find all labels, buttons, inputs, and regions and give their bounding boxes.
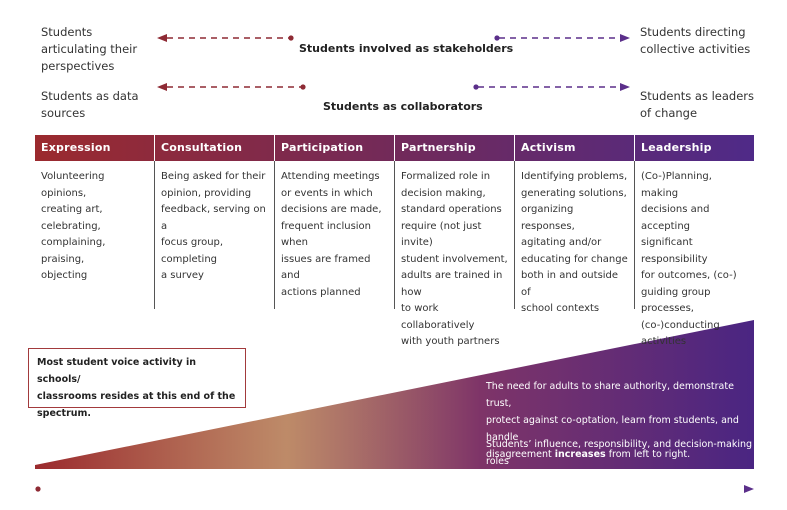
- description-line: (Co-)Planning, making: [641, 171, 712, 199]
- description-line: Being asked for their: [161, 171, 266, 182]
- description-line: Formalized role in: [401, 171, 491, 182]
- info-text: disagreement: [486, 449, 555, 460]
- influence-wedge: [35, 320, 754, 469]
- description-line: guiding group processes,: [641, 286, 711, 315]
- student-influence-text: Students’ influence, responsibility, and…: [486, 436, 758, 487]
- header-leadership: Leadership: [641, 141, 712, 154]
- description-line: (co-)conducting: [641, 319, 720, 331]
- header-expression: Expression: [35, 135, 155, 161]
- description-line: complaining, praising,: [41, 237, 106, 265]
- description-line: both in and outside of: [521, 270, 619, 298]
- description-line: Identifying problems,: [521, 171, 628, 182]
- description-line: opinion, providing: [161, 187, 252, 199]
- description-line: adults are trained in how: [401, 270, 503, 298]
- label-articulating-perspectives: Students articulating their perspectives: [41, 24, 137, 75]
- description-activism: Identifying problems, generating solutio…: [514, 161, 634, 314]
- label-line: collective activities: [640, 42, 751, 56]
- description-line: activities: [641, 336, 687, 347]
- description-line: or events in which: [281, 187, 373, 199]
- info-text: from left to right.: [531, 473, 616, 484]
- description-line: to work collaboratively: [401, 303, 475, 331]
- description-line: Volunteering opinions,: [41, 171, 105, 199]
- description-consultation: Being asked for their opinion, providing…: [154, 161, 274, 309]
- info-text: from left to right.: [605, 449, 691, 460]
- description-line: with youth partners: [401, 336, 500, 347]
- info-emphasis: increases: [554, 449, 606, 460]
- info-line: increase from left to right.: [486, 470, 758, 487]
- description-participation: Attending meetings or events in which de…: [274, 161, 394, 309]
- description-line: decisions and accepting: [641, 204, 710, 232]
- adult-authority-text: The need for adults to share authority, …: [486, 378, 758, 463]
- label-directing-activities: Students directing collective activities: [640, 24, 750, 58]
- label-line: Students directing: [640, 25, 746, 39]
- description-line: issues are framed and: [281, 253, 371, 282]
- description-line: generating solutions,: [521, 187, 627, 199]
- collaborators-label: Students as collaborators: [323, 100, 483, 113]
- label-line: Students as data: [41, 89, 139, 103]
- label-line: sources: [41, 106, 86, 120]
- info-line: disagreement increases from left to righ…: [486, 446, 758, 463]
- description-line: decision making,: [401, 187, 486, 199]
- header-consultation: Consultation: [155, 135, 275, 161]
- description-line: feedback, serving on a: [161, 204, 266, 232]
- description-partnership: Formalized role in decision making, stan…: [394, 161, 514, 347]
- label-line: articulating their: [41, 42, 138, 56]
- description-line: Attending meetings: [281, 171, 380, 182]
- label-line: Students as leaders: [640, 89, 755, 103]
- description-line: decisions are made,: [281, 204, 382, 215]
- note-line: classrooms resides at this end of the: [37, 391, 236, 402]
- description-line: agitating and/or: [521, 237, 602, 248]
- stakeholders-arrow: [157, 34, 630, 42]
- collaborators-arrow: [157, 83, 630, 91]
- label-data-sources: Students as data sources: [41, 88, 139, 122]
- student-voice-note: Most student voice activity in schools/ …: [28, 348, 246, 419]
- description-leadership: (Co-)Planning, making decisions and acce…: [634, 161, 754, 347]
- header-participation: Participation: [275, 135, 395, 161]
- description-line: educating for change: [521, 253, 628, 265]
- stakeholders-label: Students involved as stakeholders: [299, 42, 514, 55]
- description-line: objecting: [41, 270, 88, 281]
- info-line: The need for adults to share authority, …: [486, 381, 734, 409]
- description-line: for outcomes, (co-): [641, 270, 737, 281]
- label-line: perspectives: [41, 59, 115, 73]
- info-emphasis: increase: [486, 473, 532, 484]
- header-activism: Activism: [515, 135, 635, 161]
- info-line: protect against co-optation, learn from …: [486, 415, 739, 443]
- note-line: Most student voice activity in schools/: [37, 357, 197, 385]
- description-line: actions planned: [281, 286, 361, 298]
- label-leaders-of-change: Students as leaders of change: [640, 88, 754, 122]
- note-line: spectrum.: [37, 408, 92, 419]
- description-line: standard operations: [401, 204, 502, 215]
- label-line: of change: [640, 106, 698, 120]
- header-partnership: Partnership: [395, 135, 515, 161]
- description-line: focus group, completing: [161, 237, 224, 265]
- description-line: significant responsibility: [641, 237, 708, 265]
- description-line: student involvement,: [401, 253, 508, 265]
- info-line: Students’ influence, responsibility, and…: [486, 439, 753, 467]
- spectrum-header-row: Expression Consultation Participation Pa…: [35, 135, 754, 161]
- description-line: school contexts: [521, 303, 600, 314]
- label-line: Students: [41, 25, 93, 39]
- description-line: frequent inclusion when: [281, 220, 372, 249]
- spectrum-body-row: Volunteering opinions, creating art, cel…: [35, 161, 754, 347]
- description-expression: Volunteering opinions, creating art, cel…: [35, 161, 154, 309]
- bottom-spectrum-arrow: [35, 485, 754, 493]
- description-line: a survey: [161, 270, 204, 281]
- description-line: require (not just invite): [401, 220, 482, 249]
- description-line: creating art, celebrating,: [41, 204, 103, 232]
- description-line: organizing responses,: [521, 204, 575, 232]
